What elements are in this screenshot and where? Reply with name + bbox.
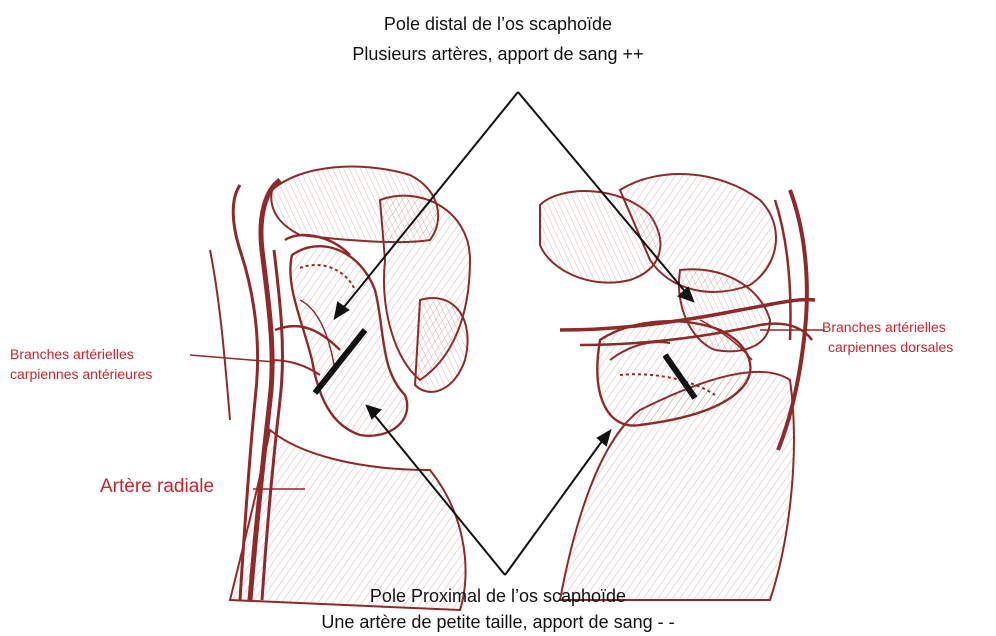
bottom-label-line1: Pole Proximal de l’os scaphoïde bbox=[0, 584, 996, 608]
right-branches-line2: carpiennes dorsales bbox=[828, 338, 953, 357]
left-branches-line2: carpiennes antérieures bbox=[10, 365, 152, 384]
radial-artery-label: Artère radiale bbox=[100, 476, 214, 498]
right-wrist-drawing bbox=[540, 174, 815, 600]
top-label-line1: Pole distal de l’os scaphoïde bbox=[0, 12, 996, 36]
left-branches-line1: Branches artérielles bbox=[10, 345, 134, 364]
right-branches-line1: Branches artérielles bbox=[822, 318, 946, 337]
top-label-line2: Plusieurs artères, apport de sang ++ bbox=[0, 42, 996, 66]
bottom-label-line2: Une artère de petite taille, apport de s… bbox=[0, 610, 996, 634]
left-wrist-drawing bbox=[210, 167, 470, 610]
